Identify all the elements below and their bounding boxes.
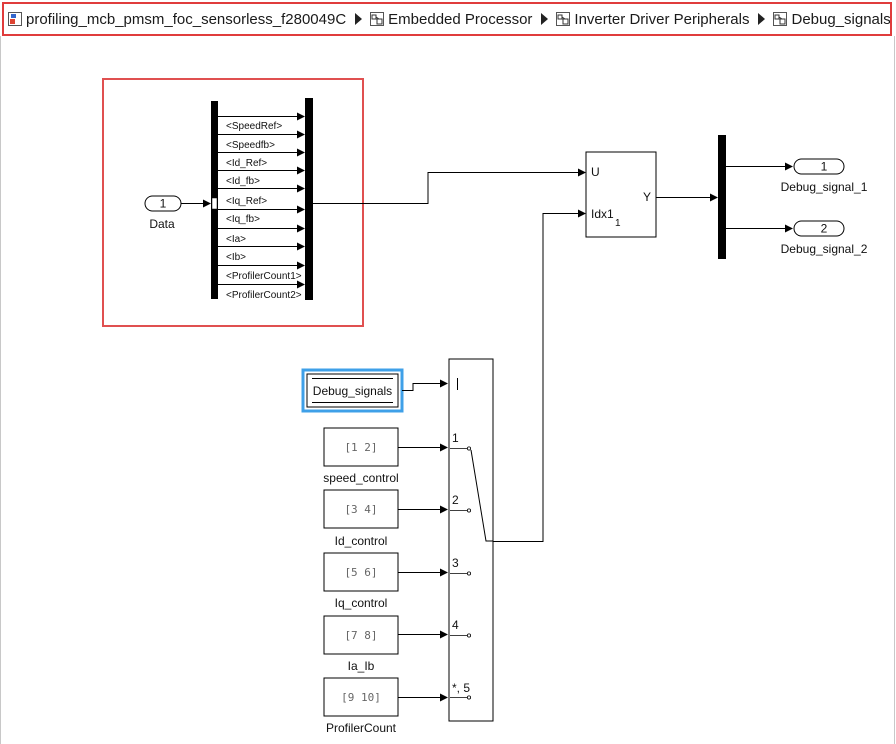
- inport-data[interactable]: 1 Data: [144, 195, 182, 231]
- bus-signal-label: <Iq_fb>: [226, 214, 260, 225]
- chevron-right-icon: [355, 13, 363, 25]
- subsystem-icon: [370, 12, 385, 26]
- switch-port-label: *, 5: [452, 681, 470, 695]
- selector-port-idx: Idx1: [591, 207, 614, 221]
- subsystem-icon: [556, 12, 571, 26]
- outport-label: Debug_signal_1: [781, 180, 868, 194]
- breadcrumb-label: Debug_signals: [791, 10, 891, 28]
- bus-creator[interactable]: [305, 98, 313, 300]
- constant-value: [3 4]: [344, 503, 377, 516]
- bus-signal-label: <Ib>: [226, 252, 246, 263]
- selector-block[interactable]: U Idx1 1 Y: [585, 151, 657, 238]
- enum-constant-label: Debug_signals: [313, 384, 392, 398]
- breadcrumb-label: Embedded Processor: [388, 10, 533, 28]
- signal-line: [402, 379, 448, 391]
- constant-label: ProfilerCount: [326, 721, 397, 735]
- breadcrumb-label: profiling_mcb_pmsm_foc_sensorless_f28004…: [26, 10, 347, 28]
- bus-signal-label: <SpeedRef>: [226, 121, 282, 132]
- inport-label: Data: [149, 217, 175, 231]
- bus-signal-label: <ProfilerCount2>: [226, 290, 302, 301]
- constant-label: Ia_Ib: [348, 659, 375, 673]
- bus-selector-port: [211, 197, 218, 210]
- constant-iq-control[interactable]: [5 6] Iq_control: [323, 552, 399, 610]
- selector-port-y: Y: [643, 190, 651, 204]
- chevron-right-icon: [758, 13, 766, 25]
- switch-port-label: 2: [452, 493, 459, 507]
- switch-port-label: 3: [452, 556, 459, 570]
- outport-number: 1: [821, 160, 828, 174]
- breadcrumb-item-inverter-driver-peripherals[interactable]: Inverter Driver Peripherals: [556, 11, 749, 28]
- outport-debug-signal-2[interactable]: 2 Debug_signal_2: [781, 220, 868, 256]
- signal-line: [493, 209, 586, 542]
- breadcrumb-item-model[interactable]: profiling_mcb_pmsm_foc_sensorless_f28004…: [8, 11, 346, 28]
- constant-profiler-count[interactable]: [9 10] ProfilerCount: [323, 677, 399, 735]
- outport-number: 2: [821, 222, 828, 236]
- constant-ia-ib[interactable]: [7 8] Ia_Ib: [323, 615, 399, 673]
- breadcrumb: profiling_mcb_pmsm_foc_sensorless_f28004…: [2, 2, 892, 36]
- switch-contacts: [450, 446, 471, 700]
- constant-speed-control[interactable]: [1 2] speed_control: [323, 427, 399, 485]
- bus-signal-label: <ProfilerCount1>: [226, 271, 302, 282]
- constant-label: Id_control: [335, 534, 388, 548]
- constant-value: [7 8]: [344, 629, 377, 642]
- bus-signal-label: <Id_Ref>: [226, 158, 267, 169]
- selector-port-idx-subscript: 1: [615, 218, 621, 229]
- breadcrumb-item-embedded-processor[interactable]: Embedded Processor: [370, 11, 532, 28]
- model-canvas[interactable]: 1 Data <SpeedRef> <Speedfb> <Id_Ref> <Id…: [0, 36, 895, 744]
- bus-signal-label: <Ia>: [226, 234, 246, 245]
- bus-signal-lines: [218, 112, 305, 289]
- switch-port-label: 4: [452, 618, 459, 632]
- constant-label: speed_control: [323, 471, 398, 485]
- constant-value: [9 10]: [341, 691, 381, 704]
- signal-line: [313, 168, 586, 204]
- outport-label: Debug_signal_2: [781, 242, 868, 256]
- switch-port-label: 1: [452, 431, 459, 445]
- constant-id-control[interactable]: [3 4] Id_control: [323, 489, 399, 548]
- selector-port-u: U: [591, 165, 600, 179]
- demux-block[interactable]: [718, 135, 726, 259]
- constant-value: [1 2]: [344, 441, 377, 454]
- bus-signal-label: <Iq_Ref>: [226, 196, 267, 207]
- switch-wiper: [470, 449, 493, 542]
- subsystem-icon: [773, 12, 788, 26]
- enum-constant-block[interactable]: Debug_signals: [301, 368, 404, 413]
- constant-label: Iq_control: [335, 596, 388, 610]
- block-diagram[interactable]: 1 Data <SpeedRef> <Speedfb> <Id_Ref> <Id…: [1, 36, 896, 744]
- chevron-right-icon: [541, 13, 549, 25]
- bus-signal-label: <Id_fb>: [226, 176, 260, 187]
- bus-signal-label: <Speedfb>: [226, 140, 275, 151]
- breadcrumb-item-debug-signals[interactable]: Debug_signals: [773, 11, 890, 28]
- breadcrumb-label: Inverter Driver Peripherals: [574, 10, 750, 28]
- selection-box: [102, 78, 364, 327]
- outport-debug-signal-1[interactable]: 1 Debug_signal_1: [781, 158, 868, 194]
- inport-number: 1: [160, 197, 167, 211]
- constant-value: [5 6]: [344, 566, 377, 579]
- multiport-switch-block[interactable]: 1 2 3 4 *, 5: [448, 358, 494, 722]
- model-icon: [8, 12, 22, 26]
